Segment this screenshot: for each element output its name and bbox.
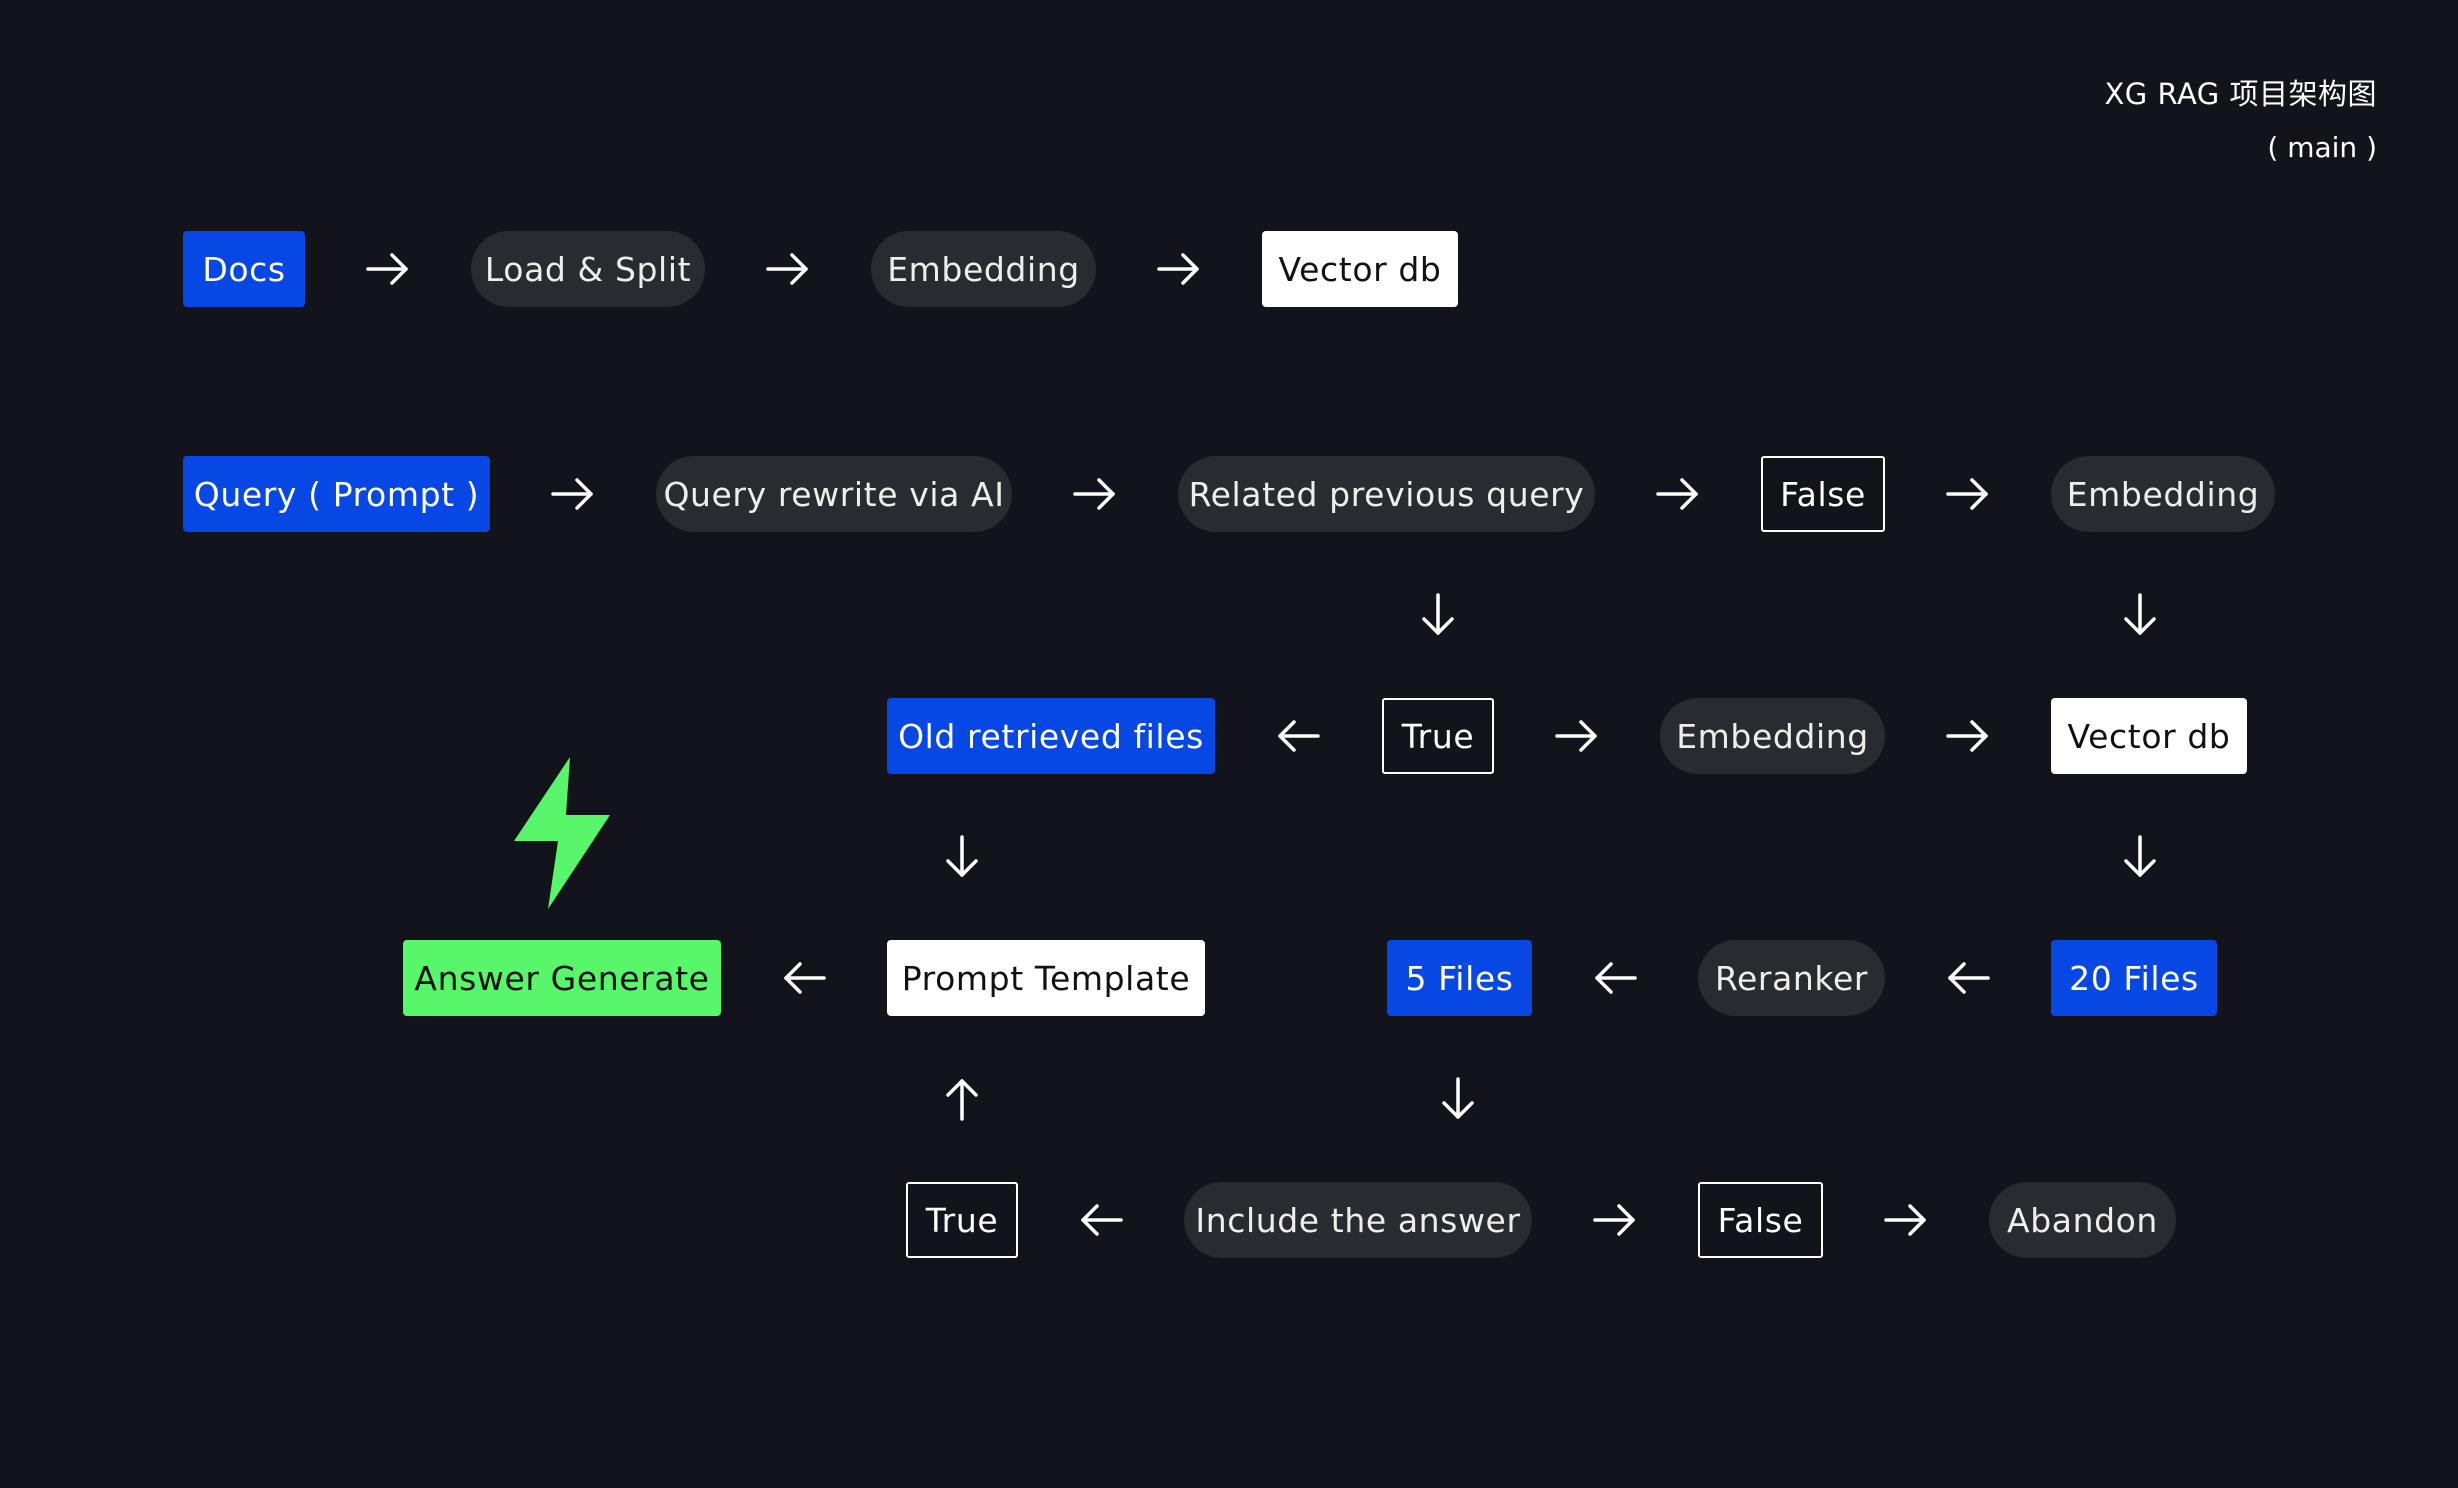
node-vector-db-query: Vector db — [2051, 698, 2247, 774]
arrow-icon — [1153, 243, 1205, 295]
arrow-icon — [1412, 589, 1464, 641]
node-query-rewrite: Query rewrite via AI — [656, 456, 1012, 532]
arrow-icon — [778, 952, 830, 1004]
arrow-icon — [1075, 1194, 1127, 1246]
node-true-include: True — [906, 1182, 1018, 1258]
lightning-bolt-icon — [512, 757, 612, 909]
arrow-icon — [1942, 952, 1994, 1004]
node-twenty-files: 20 Files — [2051, 940, 2217, 1016]
diagram-title: XG RAG 项目架构图 — [2104, 77, 2377, 111]
node-answer-generate: Answer Generate — [403, 940, 721, 1016]
node-embedding-query: Embedding — [2051, 456, 2275, 532]
arrow-icon — [1589, 952, 1641, 1004]
diagram-header: XG RAG 项目架构图 ( main ) — [2104, 74, 2377, 166]
arrow-icon — [1942, 468, 1994, 520]
node-embedding-mid: Embedding — [1660, 698, 1885, 774]
arrow-icon — [2114, 589, 2166, 641]
node-reranker: Reranker — [1698, 940, 1885, 1016]
node-docs: Docs — [183, 231, 305, 307]
arrow-icon — [1551, 710, 1603, 762]
node-prompt-template: Prompt Template — [887, 940, 1205, 1016]
arrow-icon — [1432, 1073, 1484, 1125]
node-abandon: Abandon — [1989, 1182, 2176, 1258]
arrow-icon — [362, 243, 414, 295]
arrow-icon — [2114, 831, 2166, 883]
node-embedding-ingest: Embedding — [871, 231, 1096, 307]
node-false-include: False — [1698, 1182, 1823, 1258]
arrow-icon — [1272, 710, 1324, 762]
arrow-icon — [1652, 468, 1704, 520]
node-include-answer: Include the answer — [1184, 1182, 1532, 1258]
arrow-icon — [1069, 468, 1121, 520]
node-five-files: 5 Files — [1387, 940, 1532, 1016]
node-false-related: False — [1761, 456, 1885, 532]
arrow-icon — [762, 243, 814, 295]
arrow-icon — [1942, 710, 1994, 762]
node-true-related: True — [1382, 698, 1494, 774]
arrow-icon — [1589, 1194, 1641, 1246]
node-old-retrieved-files: Old retrieved files — [887, 698, 1215, 774]
node-related-previous-query: Related previous query — [1178, 456, 1595, 532]
arrow-icon — [936, 831, 988, 883]
arrow-icon — [936, 1073, 988, 1125]
node-load-split: Load & Split — [471, 231, 705, 307]
arrow-icon — [547, 468, 599, 520]
diagram-subtitle: ( main ) — [2267, 131, 2377, 164]
arrow-icon — [1880, 1194, 1932, 1246]
node-query-prompt: Query ( Prompt ) — [183, 456, 490, 532]
node-vector-db-ingest: Vector db — [1262, 231, 1458, 307]
